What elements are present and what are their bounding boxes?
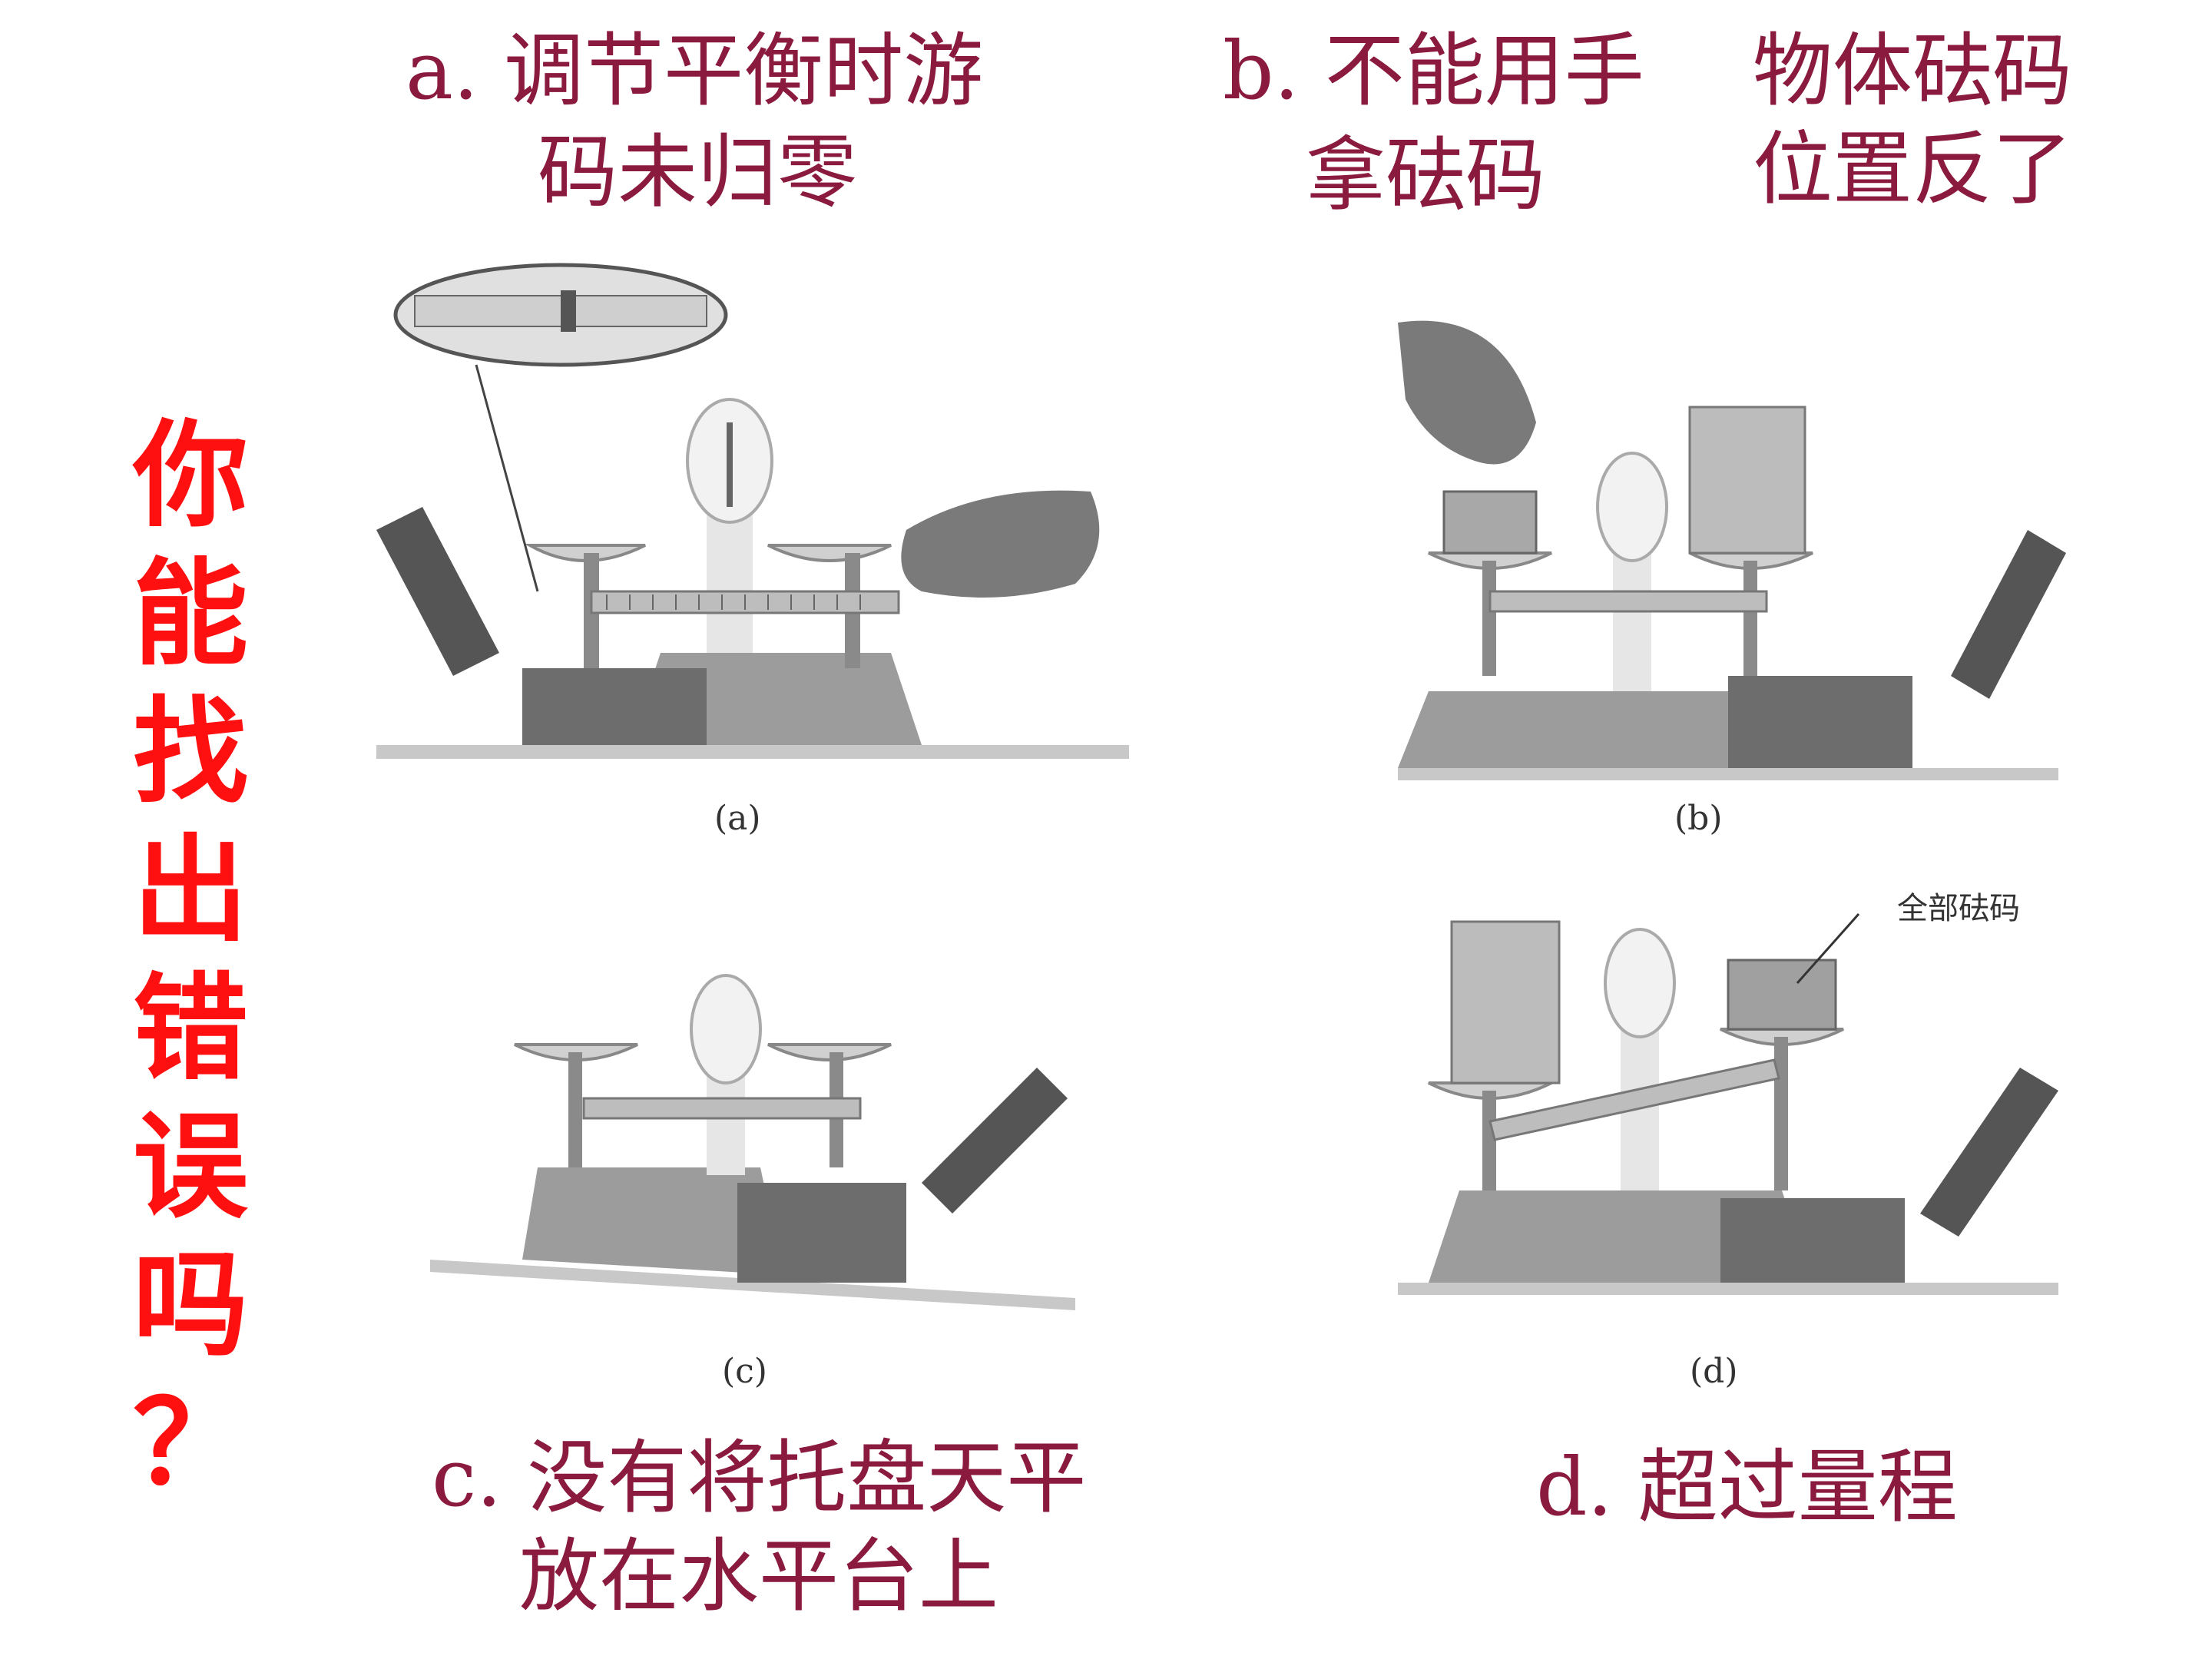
figure-d-label: (d): [1690, 1352, 1738, 1391]
balance-b-illustration: [1398, 320, 2066, 780]
balance-c-illustration: [430, 974, 1075, 1310]
figure-b: (b): [1382, 307, 2074, 838]
figure-b-label: (b): [1674, 799, 1723, 838]
balance-d-illustration: [1398, 913, 2058, 1295]
caption-b-line1: b. 不能用手: [1223, 24, 1644, 118]
caption-a-line2: 码未归零: [538, 125, 858, 219]
caption-d-line1: d. 超过量程: [1536, 1440, 1958, 1534]
caption-a-line1: a. 调节平衡时游: [406, 24, 984, 118]
caption-b2-line2: 位置反了: [1753, 122, 2073, 216]
figure-c: (c): [415, 937, 1106, 1391]
side-question: 你 能 找 出 错 误 吗 ？: [129, 407, 252, 1513]
side-char: 误: [132, 1101, 248, 1234]
figure-d-annotation: 全部砝码: [1897, 891, 2020, 926]
caption-c-line2: 放在水平台上: [519, 1529, 999, 1623]
side-char: 你: [132, 409, 248, 543]
caption-b-line2: 拿砝码: [1306, 128, 1546, 222]
figure-a: (a): [353, 253, 1152, 838]
caption-b2-line1: 物体砝码: [1753, 24, 2073, 118]
figure-c-label: (c): [722, 1352, 767, 1391]
figure-d: 全部砝码 (d): [1382, 891, 2074, 1391]
side-char: 能: [132, 548, 248, 681]
balance-a-illustration: [376, 263, 1129, 759]
side-char: 吗: [132, 1239, 248, 1373]
side-char: ？: [132, 1377, 248, 1511]
side-char: 找: [132, 686, 248, 820]
caption-c-line1: c. 没有将托盘天平: [432, 1431, 1087, 1525]
side-char: 出: [132, 824, 248, 958]
figure-a-label: (a): [714, 799, 761, 838]
side-char: 错: [132, 962, 248, 1096]
